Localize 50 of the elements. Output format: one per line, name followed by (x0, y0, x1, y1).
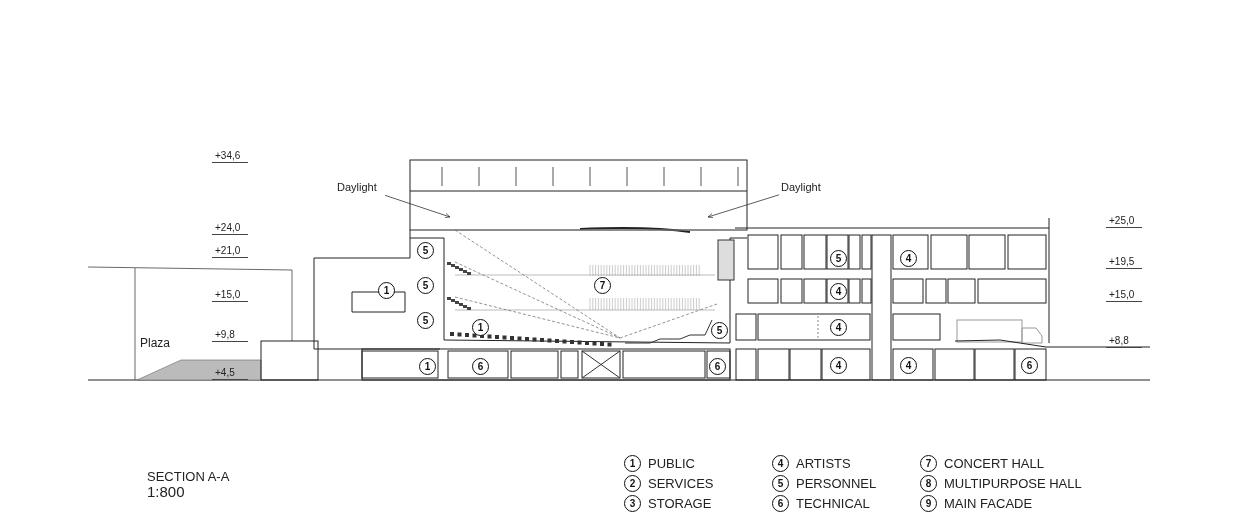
elevation-mark: +21,0 (212, 245, 248, 258)
zone-name: PERSONNEL (796, 477, 877, 490)
elevation-mark: +34,6 (212, 150, 248, 163)
callout-number: 9 (920, 495, 937, 512)
callout-number: 7 (920, 455, 937, 472)
callout-number: 5 (417, 242, 434, 259)
zone-name: CONCERT HALL (944, 457, 1044, 470)
callout-number: 4 (772, 455, 789, 472)
elevation-mark: +24,0 (212, 222, 248, 235)
callout-number: 5 (830, 250, 847, 267)
zone-name: ARTISTS (796, 457, 851, 470)
elevation-mark: +15,0 (1106, 289, 1142, 302)
callout-number: 4 (830, 283, 847, 300)
callout-number: 1 (419, 358, 436, 375)
callout-number: 6 (709, 358, 726, 375)
callout-number: 3 (624, 495, 641, 512)
zone-name: SERVICES (648, 477, 714, 490)
elevation-mark: +19,5 (1106, 256, 1142, 269)
drawing-label: Plaza (140, 337, 171, 349)
callout-number: 5 (417, 277, 434, 294)
callout-number: 6 (772, 495, 789, 512)
elevation-mark: +15,0 (212, 289, 248, 302)
callout-number: 8 (920, 475, 937, 492)
annotation-text: Daylight (781, 180, 821, 194)
zone-name: PUBLIC (648, 457, 695, 470)
callout-number: 5 (417, 312, 434, 329)
callout-number: 4 (900, 250, 917, 267)
zone-name: STORAGE (648, 497, 712, 510)
section-title: SECTION A-A (147, 469, 230, 484)
callout-number: 5 (711, 322, 728, 339)
callout-number: 1 (472, 319, 489, 336)
callout-number: 6 (1021, 357, 1038, 374)
callout-number: 4 (830, 319, 847, 336)
callout-number: 7 (594, 277, 611, 294)
callout-number: 5 (772, 475, 789, 492)
zone-name: MULTIPURPOSE HALL (944, 477, 1082, 490)
callout-number: 4 (900, 357, 917, 374)
callout-number: 1 (624, 455, 641, 472)
elevation-mark: +8,8 (1106, 335, 1142, 348)
callout-number: 1 (378, 282, 395, 299)
annotation-text: Daylight (337, 180, 377, 194)
callout-number: 6 (472, 358, 489, 375)
elevation-mark: +25,0 (1106, 215, 1142, 228)
callout-number: 4 (830, 357, 847, 374)
elevation-mark: +9,8 (212, 329, 248, 342)
zone-name: TECHNICAL (796, 497, 870, 510)
zone-name: MAIN FACADE (944, 497, 1033, 510)
callout-number: 2 (624, 475, 641, 492)
elevation-mark: +4,5 (212, 367, 248, 380)
drawing-label: 1:800 (147, 484, 185, 499)
